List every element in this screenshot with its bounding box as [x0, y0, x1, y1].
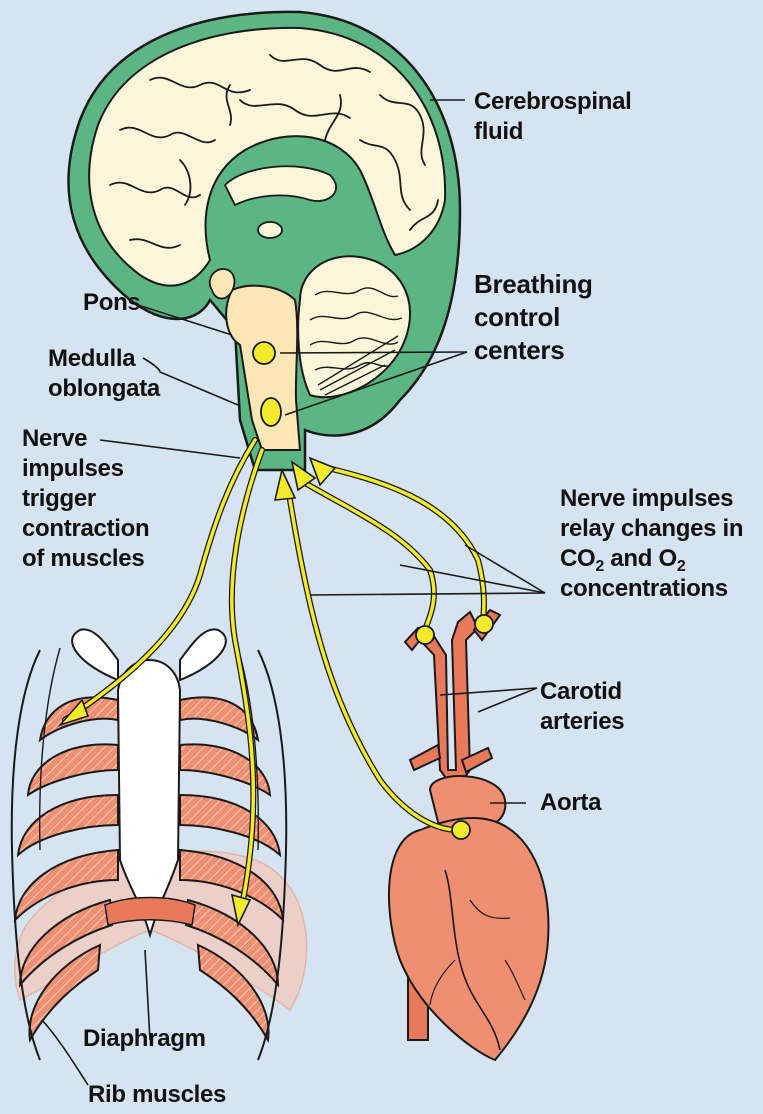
label-nerve-left-line5: of muscles	[22, 544, 149, 574]
label-nerve-left-line2: impulses	[22, 454, 149, 484]
label-nerve-impulses-trigger: Nerve impulses trigger contraction of mu…	[22, 424, 149, 574]
pons-breathing-center	[253, 342, 275, 364]
label-csf-line1: Cerebrospinal	[474, 87, 631, 117]
medulla-breathing-center	[261, 398, 281, 426]
aortic-body	[452, 821, 470, 839]
pituitary	[210, 269, 235, 299]
label-nerve-right-line3: CO2 and O2	[560, 544, 743, 574]
label-breathing-line1: Breathing	[474, 268, 593, 301]
ventricle	[258, 222, 282, 238]
co-text: CO	[560, 545, 595, 572]
label-medulla-line1: Medulla	[48, 344, 160, 374]
label-diaphragm: Diaphragm	[83, 1024, 206, 1054]
label-cerebrospinal-fluid: Cerebrospinal fluid	[474, 87, 631, 147]
label-nerve-impulses-relay: Nerve impulses relay changes in CO2 and …	[560, 484, 743, 604]
o2-subscript: 2	[677, 558, 686, 575]
label-nerve-right-line1: Nerve impulses	[560, 484, 743, 514]
label-breathing-line3: centers	[474, 334, 593, 367]
label-carotid-line2: arteries	[540, 707, 624, 737]
label-aorta: Aorta	[540, 788, 601, 818]
label-breathing-line2: control	[474, 301, 593, 334]
label-rib-muscles: Rib muscles	[88, 1080, 226, 1110]
label-nerve-left-line4: contraction	[22, 514, 149, 544]
label-nerve-right-line2: relay changes in	[560, 514, 743, 544]
carotid-body-right	[475, 615, 493, 633]
carotid-body-left	[416, 626, 434, 644]
label-nerve-left-line1: Nerve	[22, 424, 149, 454]
and-o-text: and O	[604, 545, 677, 572]
label-pons: Pons	[83, 288, 140, 318]
label-nerve-left-line3: trigger	[22, 484, 149, 514]
label-nerve-right-line4: concentrations	[560, 574, 743, 604]
co2-subscript: 2	[595, 558, 604, 575]
label-carotid-arteries: Carotid arteries	[540, 677, 624, 737]
label-medulla-line2: oblongata	[48, 374, 160, 404]
arrow-to-brainstem-1	[275, 470, 295, 500]
label-breathing-control-centers: Breathing control centers	[474, 268, 593, 367]
label-medulla-oblongata: Medulla oblongata	[48, 344, 160, 404]
label-csf-line2: fluid	[474, 117, 631, 147]
arrow-to-brainstem-3	[310, 458, 335, 485]
rib-cage	[12, 629, 307, 1060]
label-carotid-line1: Carotid	[540, 677, 624, 707]
